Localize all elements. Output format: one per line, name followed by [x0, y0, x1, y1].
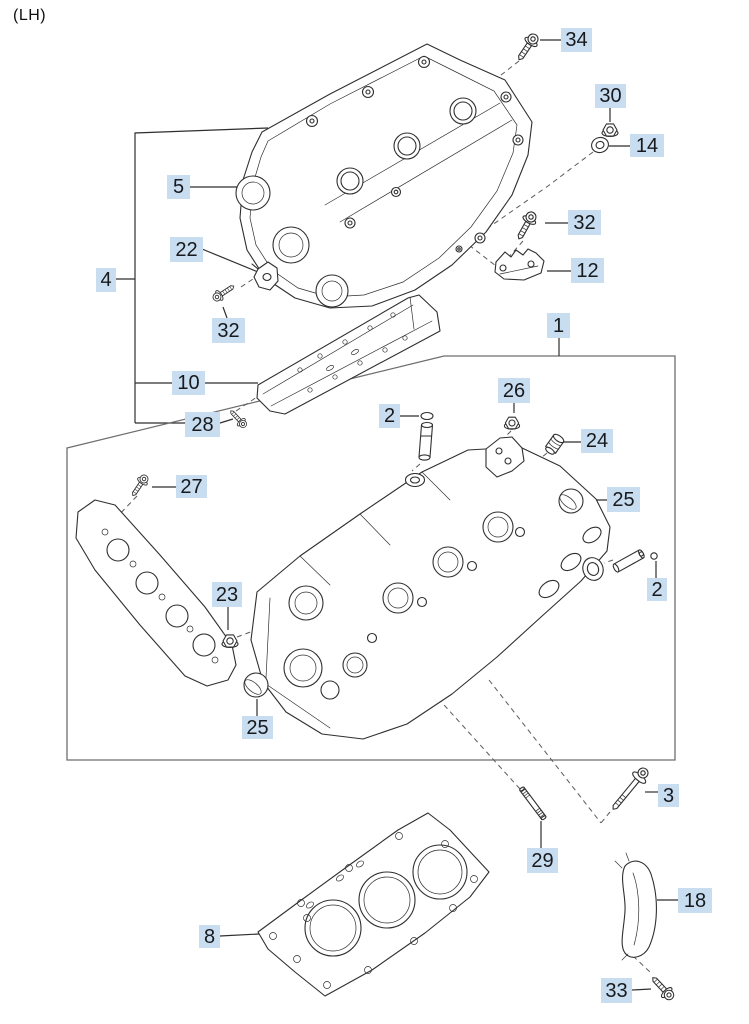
callout-10: 10	[172, 371, 205, 395]
head-gasket-drawing	[257, 812, 490, 997]
chain-guide-drawing	[614, 852, 657, 961]
valve-cover-drawing	[235, 43, 533, 309]
bolt-32-left-drawing	[210, 280, 238, 305]
callout-25-right: 25	[607, 487, 640, 512]
washer-14-drawing	[591, 136, 609, 154]
callout-23: 23	[212, 582, 242, 607]
baffle-plate-drawing	[256, 294, 441, 415]
nut-30-drawing	[601, 123, 619, 138]
callout-25-lower: 25	[242, 716, 273, 739]
callout-33: 33	[601, 978, 632, 1003]
side-label: (LH)	[13, 7, 47, 24]
stud-29-drawing	[519, 786, 547, 821]
callout-18: 18	[678, 888, 712, 913]
ball-2-drawing	[650, 552, 658, 560]
callout-32-upper: 32	[568, 210, 601, 235]
bolt-34-drawing	[512, 30, 543, 65]
callout-30: 30	[595, 84, 626, 108]
bolt-32-upper-drawing	[512, 208, 541, 243]
nut-26-drawing	[503, 416, 521, 430]
callout-leader-lines	[152, 39, 678, 991]
cylinder-head-drawing	[250, 436, 611, 740]
callout-26: 26	[498, 378, 530, 403]
callout-4: 4	[96, 268, 116, 292]
callout-8: 8	[199, 925, 220, 948]
dowel-pin-2-drawing	[612, 549, 645, 573]
bolt-28-drawing	[226, 407, 250, 431]
callout-2-right: 2	[647, 578, 667, 601]
group-4-bracket	[115, 127, 269, 424]
callout-27: 27	[176, 475, 207, 498]
cap-25-right-drawing	[558, 488, 584, 514]
bracket-12-drawing	[494, 248, 545, 281]
cap-25-lower-drawing	[243, 672, 269, 698]
cam-cap-bracket-drawing	[485, 436, 525, 478]
callout-12: 12	[571, 258, 604, 283]
group-1-box	[66, 355, 676, 761]
callout-2-left: 2	[379, 404, 400, 428]
callout-14: 14	[630, 134, 664, 157]
plug-24-drawing	[545, 433, 565, 455]
clip-22-drawing	[251, 261, 279, 291]
callout-34: 34	[561, 28, 592, 52]
callout-22: 22	[170, 237, 203, 262]
bolt-27-drawing	[127, 472, 152, 500]
callout-29: 29	[527, 848, 558, 873]
callout-28: 28	[185, 412, 220, 437]
bolt-33-drawing	[647, 972, 678, 1004]
bolt-3-drawing	[612, 767, 649, 810]
valve-guide-2-drawing	[404, 411, 434, 488]
callout-32-left: 32	[212, 318, 245, 343]
cam-cap-rail-drawing	[75, 499, 237, 687]
callout-24: 24	[581, 429, 613, 453]
callout-3: 3	[658, 784, 679, 807]
hardware-drawings	[127, 30, 678, 1004]
callout-1: 1	[547, 313, 570, 338]
callout-5: 5	[167, 175, 190, 199]
